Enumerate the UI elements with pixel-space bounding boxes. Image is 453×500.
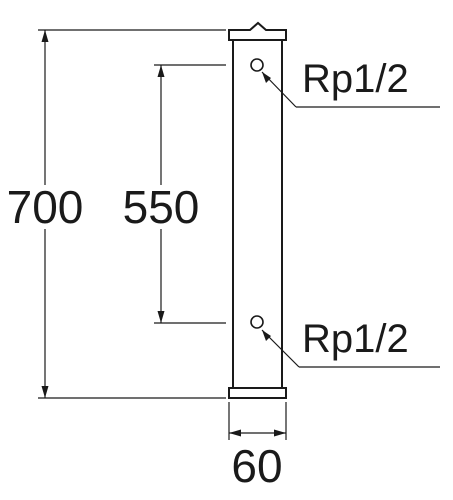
bottom-port-leader-arrow [262,330,271,341]
overall-height-arrow-top [41,30,49,42]
bottom-port-label: Rp1/2 [302,317,409,361]
port-spacing-arrow-bottom [157,311,165,323]
width-label: 60 [231,440,282,492]
bottom-port [250,315,264,329]
top-port-callout: Rp1/2 [261,57,440,108]
bottom-cap [228,387,287,399]
port-spacing-label: 550 [123,181,200,233]
top-port-leader-arrow [262,72,271,83]
overall-height-arrow-bottom [41,386,49,398]
overall-height-dimension: 700 [3,29,226,399]
port-spacing-arrow-top [157,65,165,77]
port-spacing-dimension: 550 [114,64,226,324]
overall-height-label: 700 [7,181,84,233]
width-arrow-left [229,429,241,437]
top-cap [228,21,287,41]
width-dimension: 60 [228,402,287,492]
port-spacing-text-bg [114,185,208,229]
top-port [250,58,264,72]
bottom-port-callout: Rp1/2 [261,317,440,368]
width-arrow-right [274,429,286,437]
faucet-post [228,21,287,399]
top-port-label: Rp1/2 [302,57,409,101]
post-body [232,39,283,389]
overall-height-text-bg [3,185,87,229]
